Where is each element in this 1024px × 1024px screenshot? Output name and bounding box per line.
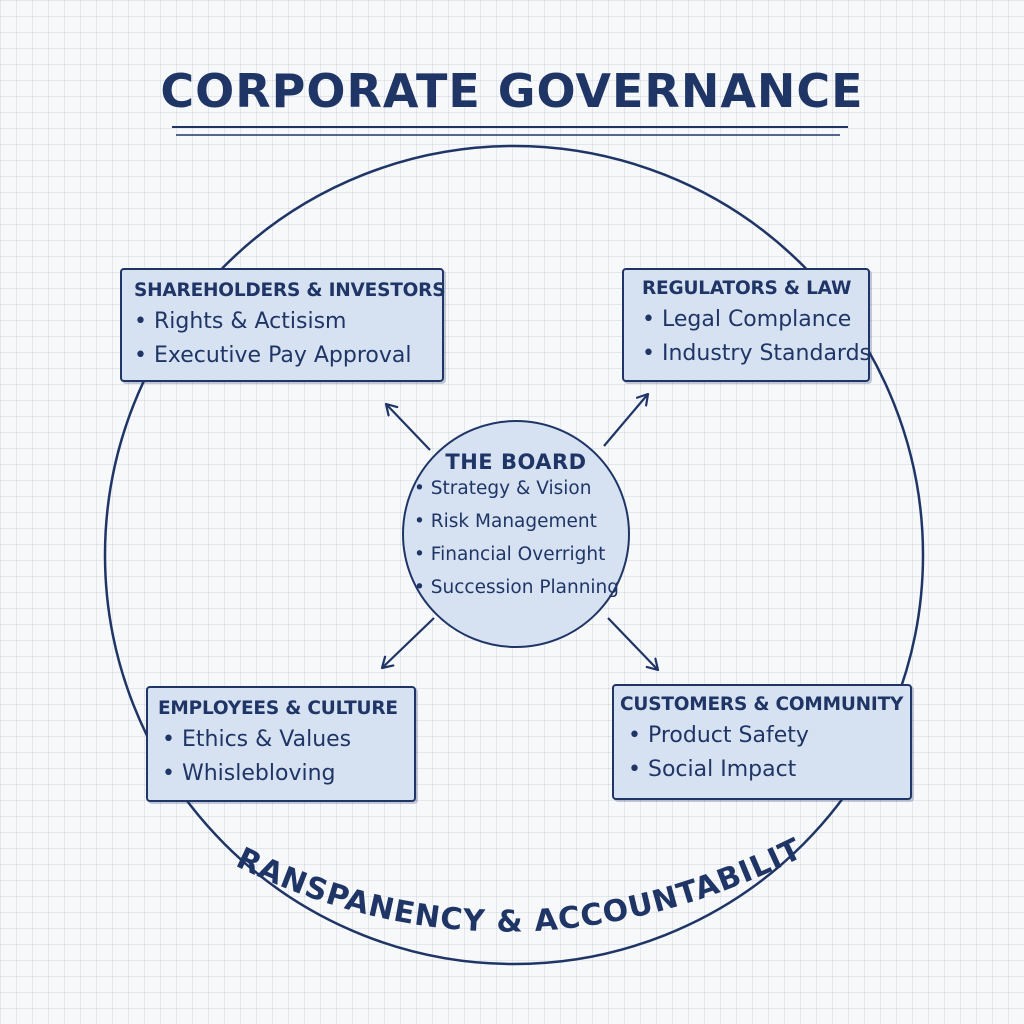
customers-title: CUSTOMERS & COMMUNITY — [620, 694, 904, 715]
arrow-to-regulators — [603, 394, 648, 447]
list-item: Strategy & Vision — [414, 472, 619, 505]
board-title: THE BOARD — [445, 450, 587, 474]
list-item: Rights & Actisism — [134, 305, 442, 339]
shareholders-title: SHAREHOLDERS & INVESTORS — [134, 280, 446, 301]
arrow-to-employees — [382, 617, 435, 668]
employees-list: Ethics & Values Whislebloving — [158, 723, 414, 791]
regulators-box: REGULATORS & LAW Legal Complance Industr… — [622, 268, 871, 382]
shareholders-list: Rights & Actisism Executive Pay Approval — [134, 305, 442, 373]
list-item: Risk Management — [414, 505, 619, 538]
customers-box: CUSTOMERS & COMMUNITY Product Safety Soc… — [612, 684, 912, 800]
arrow-to-customers — [607, 617, 658, 670]
list-item: Succession Planning — [414, 571, 619, 604]
list-item: Industry Standards — [642, 337, 871, 371]
list-item: Product Safety — [628, 719, 910, 753]
regulators-list: Legal Complance Industry Standards — [642, 303, 871, 371]
arrow-to-shareholders — [386, 404, 431, 451]
board-circle: THE BOARD Strategy & Vision Risk Managem… — [402, 420, 630, 648]
list-item: Legal Complance — [642, 303, 868, 337]
regulators-title: REGULATORS & LAW — [642, 278, 852, 299]
list-item: Executive Pay Approval — [134, 339, 442, 373]
board-list: Strategy & Vision Risk Management Financ… — [414, 472, 619, 604]
list-item: Whislebloving — [162, 757, 414, 791]
list-item: Financial Overright — [414, 538, 619, 571]
list-item: Social Impact — [628, 753, 910, 787]
customers-list: Product Safety Social Impact — [620, 719, 910, 787]
shareholders-box: SHAREHOLDERS & INVESTORS Rights & Actisi… — [120, 268, 446, 382]
employees-title: EMPLOYEES & CULTURE — [158, 698, 398, 719]
outer-cycle-ring — [103, 144, 925, 966]
employees-box: EMPLOYEES & CULTURE Ethics & Values Whis… — [146, 686, 416, 802]
list-item: Ethics & Values — [162, 723, 414, 757]
page-title: CORPORATE GOVERNANCE — [160, 64, 864, 118]
